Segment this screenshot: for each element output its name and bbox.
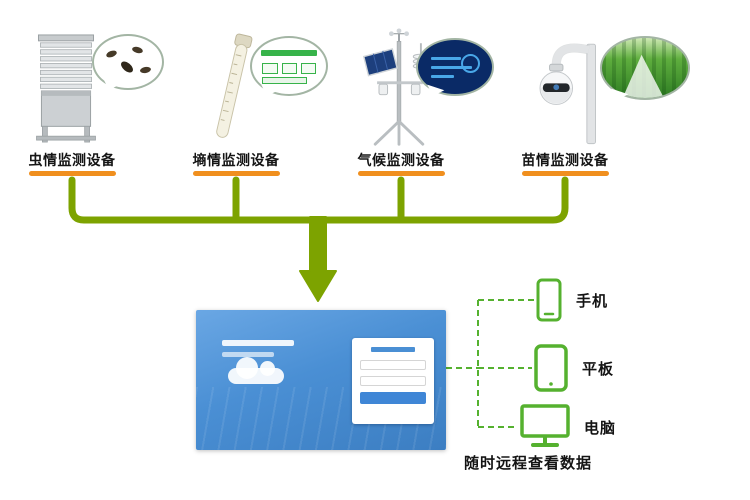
terminal-phone-label: 手机	[576, 292, 609, 310]
soil-dashboard-bubble	[250, 36, 328, 96]
device-label-seedling-text: 苗情监测设备	[522, 150, 609, 176]
device-label-insect: 虫情监测设备	[28, 150, 116, 176]
cloud-icon	[228, 357, 284, 384]
dome-camera-image	[539, 43, 596, 145]
terminal-computer: 电脑	[520, 404, 616, 450]
platform-title-text	[222, 340, 294, 346]
greenhouse-view-bubble	[600, 36, 690, 100]
login-title-bar	[371, 347, 415, 352]
climate-dashboard-image	[416, 38, 494, 96]
login-username-field	[360, 360, 426, 370]
platform-screenshot	[196, 310, 446, 450]
login-password-field	[360, 376, 426, 386]
greenhouse-view-image	[600, 36, 690, 100]
device-label-soil: 墒情监测设备	[192, 150, 280, 176]
climate-dashboard-bubble	[416, 38, 494, 96]
remote-access-dashed-links	[446, 299, 534, 428]
device-label-soil-text: 墒情监测设备	[193, 150, 280, 176]
computer-icon	[520, 404, 570, 447]
insect-monitor-image	[36, 34, 96, 143]
terminal-phone: 手机	[536, 278, 608, 322]
tablet-icon	[534, 344, 568, 392]
platform-subtitle-text	[222, 352, 274, 357]
terminal-tablet: 平板	[534, 344, 614, 392]
soil-moisture-probe-image	[216, 33, 253, 138]
insect-sample-image	[92, 34, 164, 90]
login-panel	[352, 338, 434, 424]
arrow-down-icon	[299, 216, 337, 302]
terminal-tablet-label: 平板	[582, 360, 615, 378]
phone-icon	[536, 278, 562, 322]
device-label-climate: 气候监测设备	[357, 150, 445, 176]
device-label-climate-text: 气候监测设备	[358, 150, 445, 176]
insect-sample-bubble	[92, 34, 164, 90]
remote-view-caption: 随时远程查看数据	[464, 455, 593, 472]
terminal-computer-label: 电脑	[584, 419, 617, 437]
soil-dashboard-image	[250, 36, 328, 96]
device-merge-bracket	[68, 176, 569, 224]
device-label-insect-text: 虫情监测设备	[29, 150, 116, 176]
login-button	[360, 392, 426, 404]
device-label-seedling: 苗情监测设备	[521, 150, 609, 176]
